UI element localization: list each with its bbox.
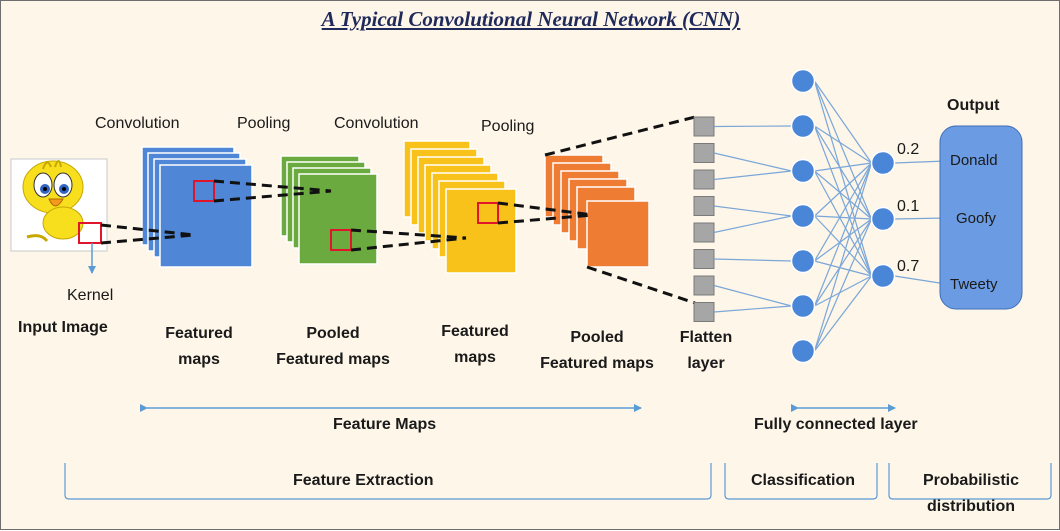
diagram-title: A Typical Convolutional Neural Network (…	[321, 7, 741, 31]
conv1-feature-maps	[141, 146, 253, 268]
connection-line	[894, 217, 947, 220]
connection-line	[814, 162, 872, 172]
connection-line	[813, 162, 873, 262]
output-class-donald: Donald	[950, 152, 998, 169]
connection-line	[814, 125, 872, 164]
connection-line	[713, 258, 792, 262]
connection-line	[813, 125, 873, 277]
hidden-neuron	[790, 113, 816, 139]
conv2-feature-maps	[403, 140, 517, 274]
connection-line	[713, 170, 792, 181]
connection-line	[813, 218, 873, 352]
flatten-cell	[693, 249, 715, 269]
connection-line	[713, 152, 792, 172]
kernel-box	[78, 222, 102, 244]
output-class-tweety: Tweety	[950, 276, 998, 293]
pool2-feature-maps	[544, 154, 650, 268]
feature-extraction-bracket	[64, 463, 712, 500]
label-kernel: Kernel	[67, 287, 114, 304]
connection-line	[813, 162, 873, 352]
flatten-layer-cells	[693, 116, 715, 322]
probability-1: 0.2	[897, 141, 920, 158]
network-connections	[713, 80, 947, 352]
connection-line	[814, 162, 872, 217]
connection-line	[713, 305, 792, 313]
connection-line	[814, 275, 872, 352]
output-neuron	[870, 150, 896, 176]
connection-line	[713, 205, 792, 217]
connection-line	[814, 260, 872, 277]
connection-line	[713, 215, 792, 234]
pool1-feature-maps	[280, 155, 378, 265]
connection-line	[814, 215, 872, 277]
label-feature-maps: Feature Maps	[333, 416, 437, 433]
connection-line	[894, 275, 947, 285]
section-classification: Classification	[751, 472, 856, 489]
connection-line	[813, 218, 873, 307]
flatten-cell	[693, 116, 715, 137]
connection-line	[814, 170, 872, 220]
connection-line	[813, 125, 873, 220]
label-pooling-1: Pooling	[237, 115, 291, 132]
connection-line	[713, 284, 792, 307]
flatten-cell	[693, 196, 715, 216]
hidden-neuron	[790, 293, 816, 319]
label-pooling-2: Pooling	[481, 118, 535, 135]
probability-2: 0.1	[897, 198, 920, 215]
output-neurons	[870, 150, 896, 289]
label-fully-connected-layer: Fully connected layer	[754, 416, 918, 433]
dashed-projections	[100, 115, 696, 305]
hidden-neuron	[790, 68, 816, 94]
output-box	[939, 125, 1023, 310]
output-neuron	[870, 263, 896, 289]
connection-line	[814, 275, 872, 307]
connection-line	[813, 162, 873, 307]
connection-line	[894, 160, 947, 164]
connection-line	[814, 218, 872, 262]
connection-line	[814, 215, 872, 220]
flatten-cell	[693, 222, 715, 243]
output-neuron	[870, 206, 896, 232]
input-image	[10, 158, 108, 252]
caption-input-image: Input Image	[18, 319, 108, 336]
probability-3: 0.7	[897, 258, 920, 275]
flatten-cell	[693, 302, 715, 322]
hidden-neuron	[790, 248, 816, 274]
hidden-neuron	[790, 158, 816, 184]
connection-line	[813, 80, 873, 277]
probabilistic-bracket	[888, 463, 1052, 500]
label-convolution-2: Convolution	[334, 115, 419, 132]
connection-line	[813, 170, 873, 277]
label-convolution-1: Convolution	[95, 115, 180, 132]
hidden-neurons	[790, 68, 816, 364]
hidden-neuron	[790, 338, 816, 364]
section-feature-extraction: Feature Extraction	[293, 472, 434, 489]
output-heading: Output	[947, 97, 1000, 114]
connection-line	[814, 80, 872, 164]
classification-bracket	[724, 463, 878, 500]
flatten-cell	[693, 143, 715, 163]
flatten-cell	[693, 275, 715, 296]
output-class-goofy: Goofy	[956, 210, 997, 227]
flatten-cell	[693, 169, 715, 190]
hidden-neuron	[790, 203, 816, 229]
connection-line	[713, 125, 792, 128]
